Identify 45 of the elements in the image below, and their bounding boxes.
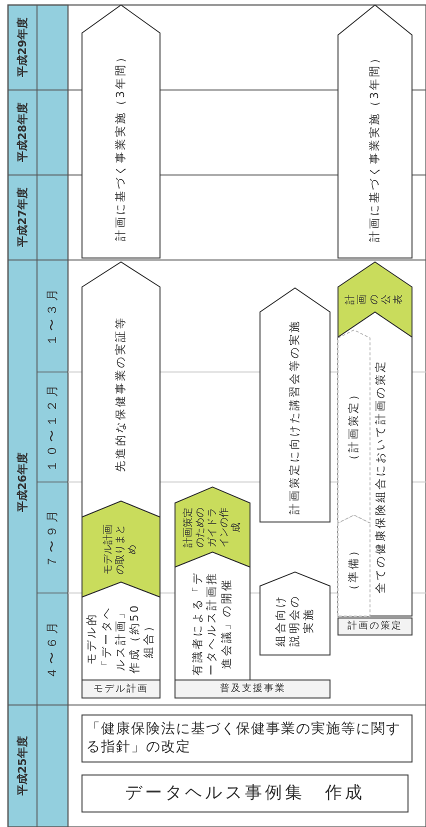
category-tag <box>338 618 412 635</box>
category-tag <box>175 680 330 698</box>
year-label: 平成29年度 <box>15 18 30 77</box>
category-tag <box>82 680 160 698</box>
year-label: 平成25年度 <box>15 736 30 796</box>
node-label: 計画の策定 <box>346 622 404 632</box>
milestone-block <box>82 501 160 597</box>
month-label: ４〜６月 <box>44 619 60 679</box>
year-label: 平成26年度 <box>15 452 30 512</box>
process-block <box>260 572 330 655</box>
node-label: 全ての健康保険組合において計画の策定 <box>374 358 388 596</box>
node-label: 計画策定のためのガイドラインの作成 <box>182 506 242 550</box>
node-label: 計画の公表 <box>345 294 405 306</box>
node-label: 有識者による「データヘルス計画推進会議」の開催 <box>191 570 234 678</box>
month-label: ７〜９月 <box>44 508 60 568</box>
process-block <box>175 552 250 680</box>
node-label: 組合向け説明会の実施 <box>274 594 316 648</box>
process-block <box>82 582 160 680</box>
node-label: 「健康保険法に基づく保健事業の実施等に関する指針」の改定 <box>86 720 402 757</box>
process-block <box>82 715 412 762</box>
node-label: （準備） <box>346 542 361 598</box>
process-block <box>82 5 160 258</box>
phase-block <box>338 515 370 616</box>
year-label: 平成27年度 <box>15 188 30 247</box>
node-label: （計画策定） <box>346 386 361 468</box>
process-block <box>338 5 412 258</box>
node-label: 計画に基づく事業実施（3年間） <box>114 49 128 243</box>
process-block <box>82 262 160 517</box>
node-label: モデル計画の取りまとめ <box>103 524 139 576</box>
milestone-block <box>175 487 250 567</box>
node-label: モデル計画 <box>92 684 150 694</box>
node-label: 先進的な保健事業の実証等 <box>114 315 128 474</box>
node-label: 普及支援事業 <box>218 684 286 694</box>
node-label: モデル的「データヘルス計画」作成（約50組合） <box>85 602 156 676</box>
year-label: 平成28年度 <box>15 102 30 162</box>
phase-block <box>338 330 370 523</box>
month-label: １０〜１２月 <box>44 382 60 472</box>
month-label: １〜３月 <box>44 286 60 346</box>
node-label: 計画策定に向けた講習会等の実施 <box>288 318 302 516</box>
node-label: データヘルス事例集 作成 <box>124 782 366 805</box>
node-label: 計画に基づく事業実施（3年間） <box>368 50 382 244</box>
process-block <box>338 312 412 616</box>
process-block <box>82 775 408 812</box>
process-block <box>260 288 330 522</box>
milestone-block <box>338 262 412 337</box>
